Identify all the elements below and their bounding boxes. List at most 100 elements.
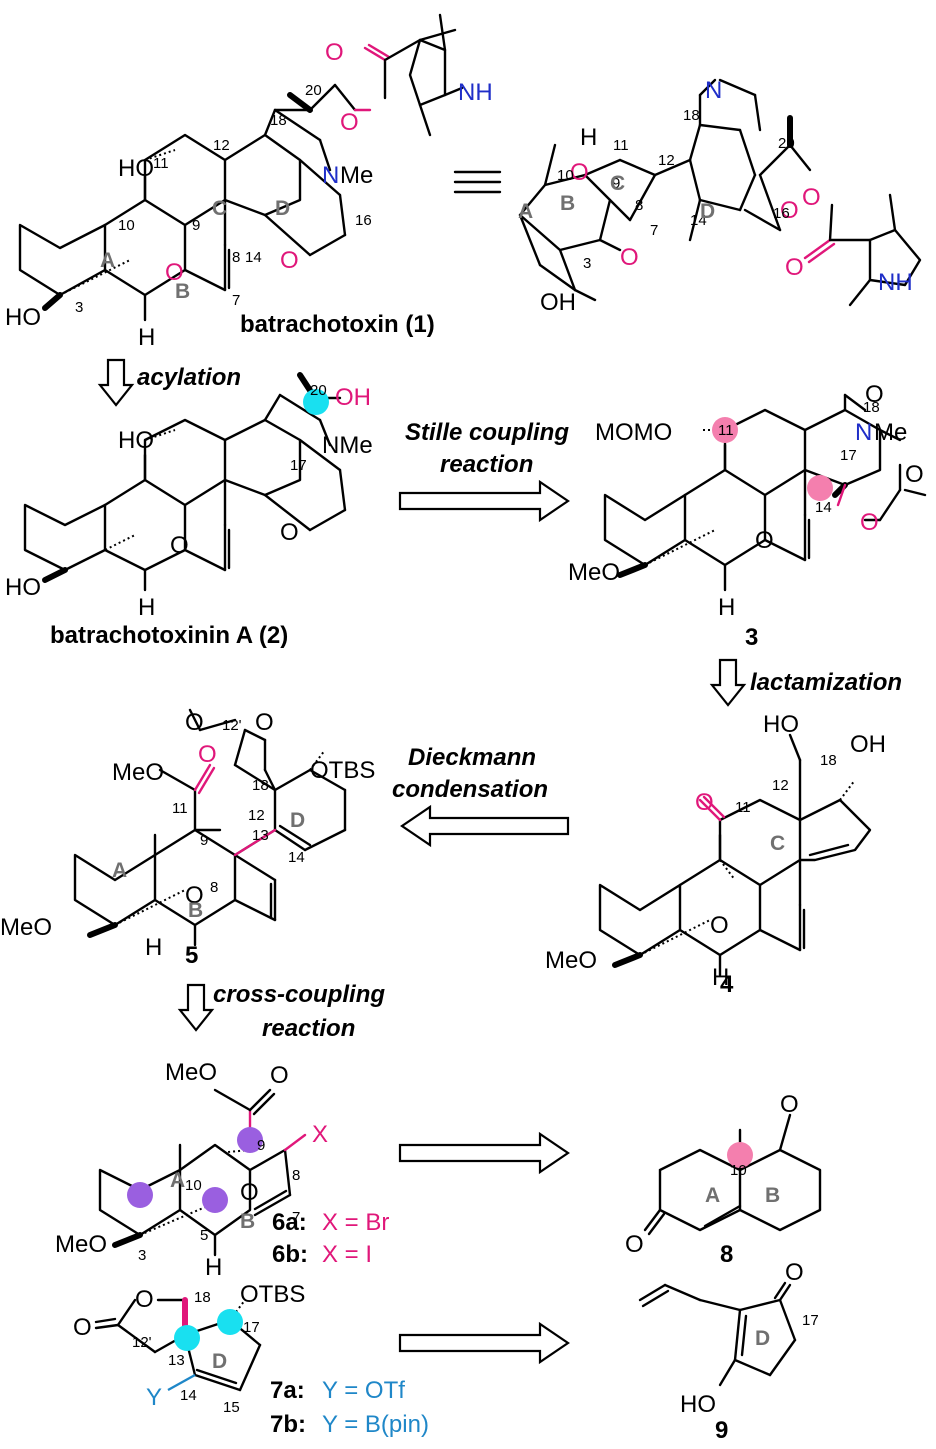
3d-ring-d: D xyxy=(700,200,715,223)
dieckmann-label-2: condensation xyxy=(392,776,548,803)
ho-18-4: HO xyxy=(763,711,799,738)
stille-label-2: reaction xyxy=(440,451,533,478)
ester-o: O xyxy=(340,109,359,136)
4-label-c11: 11 xyxy=(735,799,751,816)
x-label-6: X xyxy=(312,1121,328,1148)
marker-c17-7 xyxy=(217,1309,243,1335)
9-label-c17: 17 xyxy=(802,1312,819,1329)
ring-label-d: D xyxy=(275,197,290,220)
equivalence-sign xyxy=(453,170,502,194)
ether-o-3d: O xyxy=(780,197,799,224)
arrow-to-9 xyxy=(398,1321,570,1365)
3d-label-c20: 20 xyxy=(778,135,795,152)
4-label-c12: 12 xyxy=(772,777,789,794)
h-5: H xyxy=(138,324,155,351)
ring-label-a: A xyxy=(100,249,115,272)
compound-6a-x: X = Br xyxy=(322,1209,389,1236)
label-c9: 9 xyxy=(192,217,200,234)
6-label-c8: 8 xyxy=(292,1167,300,1184)
2-label-c17: 17 xyxy=(290,457,307,474)
7-ring-d: D xyxy=(212,1350,227,1373)
bridge-o-3d: O xyxy=(620,244,639,271)
ho-11-2: HO xyxy=(118,427,154,454)
label-c18: 18 xyxy=(270,112,287,129)
5-ring-b: B xyxy=(188,899,203,922)
compound-2-label: batrachotoxinin A (2) xyxy=(50,622,288,649)
dieckmann-arrow xyxy=(400,804,570,848)
3d-ring-a: A xyxy=(518,200,533,223)
ester-o-6: O xyxy=(270,1062,289,1089)
6-label-c10: 10 xyxy=(185,1177,202,1194)
3d-label-c12: 12 xyxy=(658,152,675,169)
bridge-o-4: O xyxy=(710,912,729,939)
4-label-c18: 18 xyxy=(820,752,837,769)
meo-3: MeO xyxy=(568,559,620,586)
stille-arrow xyxy=(398,479,570,523)
ether-o-3: O xyxy=(860,509,879,536)
compound-5-label: 5 xyxy=(185,942,198,969)
dieckmann-label-1: Dieckmann xyxy=(408,744,536,771)
lactamization-label: lactamization xyxy=(750,669,902,696)
ho-3-2: HO xyxy=(5,574,41,601)
7-label-c12p: 12' xyxy=(132,1334,152,1351)
3d-label-c8: 8 xyxy=(635,197,643,214)
6-ring-b: B xyxy=(240,1210,255,1233)
meo-3-4: MeO xyxy=(545,947,597,974)
3-label-c17: 17 xyxy=(840,447,857,464)
5-label-c14: 14 xyxy=(288,849,305,866)
lactone-ring-o-5: O xyxy=(255,709,274,736)
batrachotoxinin-a-structure xyxy=(23,372,347,592)
2-label-c20: 20 xyxy=(310,382,327,399)
compound-7b-y: Y = B(pin) xyxy=(322,1411,429,1438)
otbs-7: OTBS xyxy=(240,1281,305,1308)
amide-me-3: Me xyxy=(874,419,907,446)
5-label-c8: 8 xyxy=(210,879,218,896)
3d-label-c9: 9 xyxy=(612,175,620,192)
7-label-c15: 15 xyxy=(223,1399,240,1416)
marker-c5-6 xyxy=(202,1187,228,1213)
h-5-6: H xyxy=(205,1254,222,1281)
compound-6b-label: 6b: xyxy=(272,1241,308,1268)
lactamization-arrow xyxy=(709,658,747,707)
meo-3-5: MeO xyxy=(0,914,52,941)
5-label-c12: 12 xyxy=(248,807,265,824)
compound-9-label: 9 xyxy=(715,1417,728,1444)
3d-label-c14: 14 xyxy=(690,212,707,229)
3-label-c18: 18 xyxy=(863,399,880,416)
ketone-o-4: O xyxy=(695,789,714,816)
compound-7a-label: 7a: xyxy=(270,1377,305,1404)
acylation-label: acylation xyxy=(137,364,241,391)
3d-ring-c: C xyxy=(610,172,625,195)
stille-label-1: Stille coupling xyxy=(405,419,569,446)
compound-6b-x: X = I xyxy=(322,1241,372,1268)
oh-17-4: OH xyxy=(850,731,886,758)
compound-4-structure xyxy=(598,733,872,977)
h-5-3: H xyxy=(718,594,735,621)
bridge-o-6: O xyxy=(240,1179,259,1206)
marker-c10-8 xyxy=(727,1142,753,1168)
8-ring-a: A xyxy=(705,1184,720,1207)
ester-o-3d: O xyxy=(802,184,821,211)
batrachotoxin-structure xyxy=(18,13,464,322)
ketone-o-5: O xyxy=(198,741,217,768)
compound-3-label: 3 xyxy=(745,624,758,651)
cross-coupling-label-1: cross-coupling xyxy=(213,981,385,1008)
h-5-2: H xyxy=(138,594,155,621)
marker-c3-6 xyxy=(127,1182,153,1208)
6-label-c3: 3 xyxy=(138,1247,146,1264)
label-c10: 10 xyxy=(118,217,135,234)
5-ring-d: D xyxy=(290,809,305,832)
meo-ester-6: MeO xyxy=(165,1059,217,1086)
ho-3: HO xyxy=(5,304,41,331)
5-label-c18: 18 xyxy=(252,777,269,794)
5-label-c12p: 12' xyxy=(222,717,242,734)
compound-6a-label: 6a: xyxy=(272,1209,307,1236)
marker-c20-2 xyxy=(303,389,329,415)
meo-ester-5: MeO xyxy=(112,759,164,786)
5-label-c13: 13 xyxy=(252,827,269,844)
arrow-to-8 xyxy=(398,1131,570,1175)
h-5-5: H xyxy=(145,934,162,961)
7-label-c18: 18 xyxy=(194,1289,211,1306)
7-label-c17: 17 xyxy=(243,1319,260,1336)
